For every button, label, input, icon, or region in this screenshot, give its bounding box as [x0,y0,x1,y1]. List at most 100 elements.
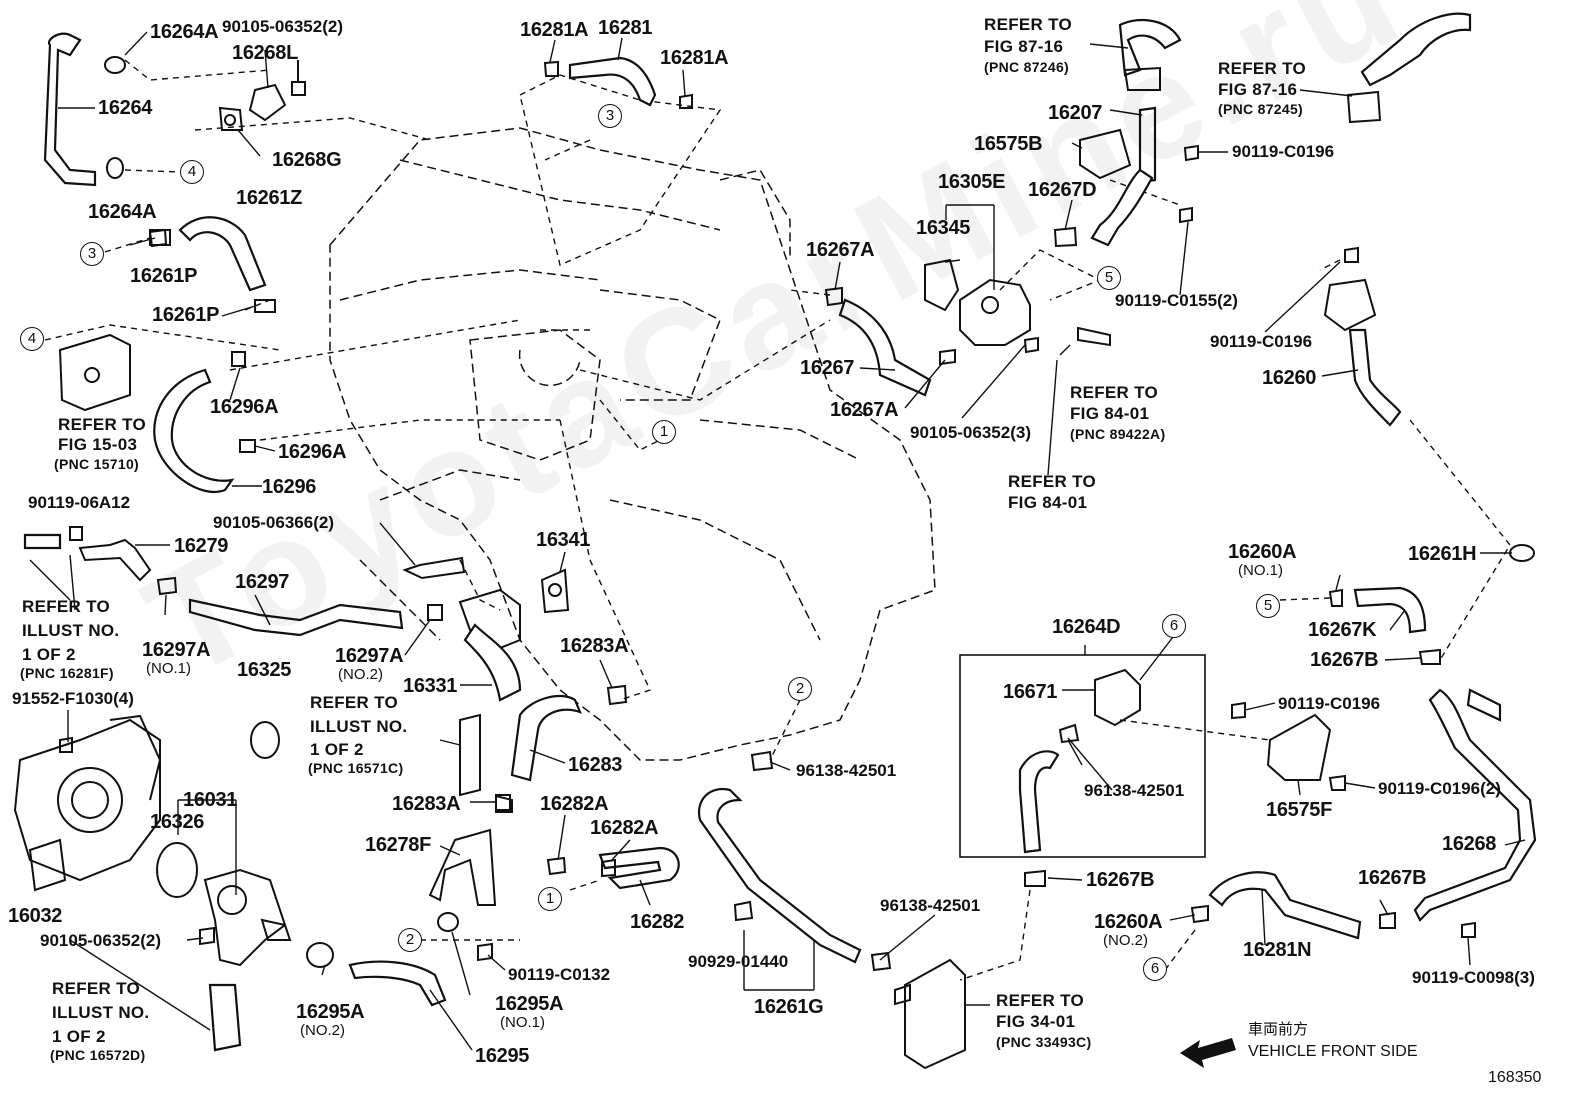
label-16264: 16264 [98,97,153,119]
label-16296: 16296 [262,476,317,498]
label-16261P-a: 16261P [130,265,198,287]
vehicle-front-english: VEHICLE FRONT SIDE [1248,1043,1418,1060]
ref-16571C-line3: 1 OF 2 [310,740,364,759]
label-16281: 16281 [598,17,653,39]
label-16297A-2: 16297A [335,645,404,667]
label-16341: 16341 [536,529,591,551]
circle-ref-1-low: 1 [538,887,562,911]
label-16282A-a: 16282A [540,793,609,815]
label-16268: 16268 [1442,833,1497,855]
label-90119-C0155-2: 90119-C0155(2) [1115,291,1238,310]
label-16267B-c: 16267B [1086,869,1155,891]
label-16297A-1-sub: (NO.1) [146,660,191,677]
label-16282: 16282 [630,911,685,933]
label-16575F: 16575F [1266,799,1333,821]
leader-lines [29,31,1526,1051]
ref-fig87a-line1: REFER TO [984,15,1073,34]
label-16267B-a: 16267B [1310,649,1379,671]
label-16296A-b: 16296A [278,441,347,463]
label-16264A-top: 16264A [150,21,219,43]
label-16295A-1-sub: (NO.1) [500,1014,545,1031]
label-16260A-2: 16260A [1094,911,1163,933]
label-16261G: 16261G [754,996,824,1018]
label-16345: 16345 [916,217,971,239]
ref-fig15-pnc: (PNC 15710) [54,456,140,472]
ref-16281F-line1: REFER TO [22,597,111,616]
label-90119-C0196-b: 90119-C0196 [1210,332,1313,351]
label-16297: 16297 [235,571,290,593]
circle-ref-4-left: 4 [20,327,44,351]
label-16264A-mid: 16264A [88,201,157,223]
label-16207: 16207 [1048,102,1103,124]
circle-ref-2-mid: 2 [788,677,812,701]
label-16261H: 16261H [1408,543,1477,565]
circle-ref-3-left: 3 [80,242,104,266]
label-16281N: 16281N [1243,939,1312,961]
label-16283A-b: 16283A [392,793,461,815]
circle-ref-6-low: 6 [1143,957,1167,981]
label-16260A-1-sub: (NO.1) [1238,562,1283,579]
label-16575B: 16575B [974,133,1043,155]
label-90929-01440: 90929-01440 [688,952,789,971]
label-91552-F1030-4: 91552-F1030(4) [12,689,134,708]
ref-16571C-line2: ILLUST NO. [310,717,408,736]
label-16267D: 16267D [1028,179,1097,201]
label-16260: 16260 [1262,367,1317,389]
ref-fig34-line2: FIG 34-01 [996,1012,1076,1031]
ref-16572D-line1: REFER TO [52,979,141,998]
vehicle-front-arrow-icon [1180,1038,1236,1068]
label-90119-C0196-c: 90119-C0196 [1278,694,1381,713]
label-16296A-a: 16296A [210,396,279,418]
label-16260A-2-sub: (NO.2) [1103,932,1148,949]
label-16268L: 16268L [232,42,299,64]
label-90119-C0132: 90119-C0132 [508,965,611,984]
ref-16572D-pnc: (PNC 16572D) [50,1047,146,1063]
label-16281A-b: 16281A [660,47,729,69]
label-90119-C0196-a: 90119-C0196 [1232,142,1335,161]
vehicle-front-japanese: 車両前方 [1248,1020,1309,1038]
label-16267B-b: 16267B [1358,867,1427,889]
label-16305E: 16305E [938,171,1006,193]
label-96138-42501-b: 96138-42501 [880,896,981,915]
ref-fig84b-line1: REFER TO [1008,472,1097,491]
label-16031: 16031 [183,789,238,811]
circle-ref-5-right: 5 [1097,266,1121,290]
label-16671: 16671 [1003,681,1058,703]
label-96138-42501-box: 96138-42501 [1084,781,1185,800]
circle-ref-4-top: 4 [180,160,204,184]
label-16295A-2-sub: (NO.2) [300,1022,345,1039]
ref-fig84a-pnc: (PNC 89422A) [1070,426,1166,442]
label-16267K: 16267K [1308,619,1377,641]
circle-ref-5-low: 5 [1256,594,1280,618]
ref-16572D-line2: ILLUST NO. [52,1003,150,1022]
label-16283A-a: 16283A [560,635,629,657]
ref-fig15-line2: FIG 15-03 [58,435,138,454]
ref-fig84a-line1: REFER TO [1070,383,1159,402]
label-16331: 16331 [403,675,458,697]
ref-16281F-line3: 1 OF 2 [22,645,76,664]
label-16282A-b: 16282A [590,817,659,839]
label-16267: 16267 [800,357,855,379]
ref-fig87b-pnc: (PNC 87245) [1218,101,1304,117]
parts [13,12,1537,1070]
ref-fig87a-line2: FIG 87-16 [984,37,1064,56]
circle-ref-1-mid: 1 [652,420,676,444]
label-16295A-1: 16295A [495,993,564,1015]
label-16278F: 16278F [365,834,432,856]
circle-ref-6-box: 6 [1162,614,1186,638]
ref-16281F-pnc: (PNC 16281F) [20,665,114,681]
label-90105-06352-2-top: 90105-06352(2) [222,17,343,36]
label-90119-06A12: 90119-06A12 [28,493,131,512]
ref-fig87b-line1: REFER TO [1218,59,1307,78]
grouping-brackets [177,204,995,991]
ref-16281F-line2: ILLUST NO. [22,621,120,640]
ref-fig87a-pnc: (PNC 87246) [984,59,1070,75]
label-16260A-1: 16260A [1228,541,1297,563]
label-90105-06352-3: 90105-06352(3) [910,423,1031,442]
label-16268G: 16268G [272,149,342,171]
ref-fig34-pnc: (PNC 33493C) [996,1034,1092,1050]
label-16261Z: 16261Z [236,187,303,209]
ref-16572D-line3: 1 OF 2 [52,1027,106,1046]
label-16325: 16325 [237,659,292,681]
